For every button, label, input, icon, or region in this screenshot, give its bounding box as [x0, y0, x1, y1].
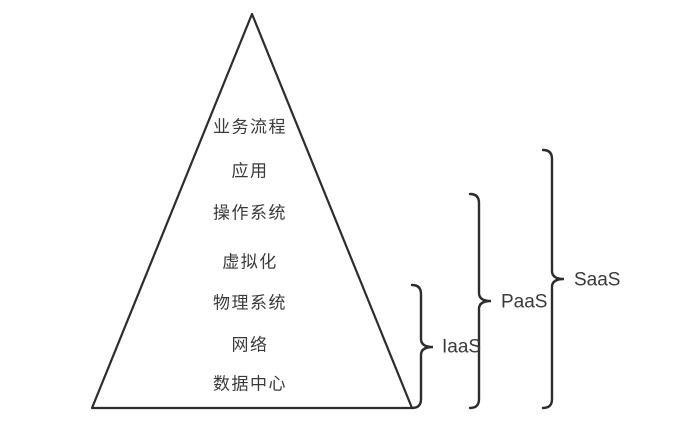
paas-label: PaaS	[501, 291, 548, 313]
paas-brace	[468, 192, 492, 410]
pyramid-layer-network: 网络	[231, 335, 269, 355]
pyramid-layer-physical-system: 物理系统	[213, 293, 287, 313]
pyramid-layer-data-center: 数据中心	[213, 374, 287, 394]
pyramid-layer-business-process: 业务流程	[213, 117, 287, 137]
saas-label: SaaS	[574, 269, 621, 291]
saas-brace	[541, 148, 565, 410]
pyramid-layer-application: 应用	[231, 161, 269, 181]
pyramid-layer-virtualization: 虚拟化	[222, 252, 278, 272]
iaas-label: IaaS	[442, 336, 482, 358]
pyramid-layer-operating-system: 操作系统	[213, 203, 287, 223]
iaas-brace	[410, 283, 434, 410]
pyramid-outline	[90, 12, 414, 410]
